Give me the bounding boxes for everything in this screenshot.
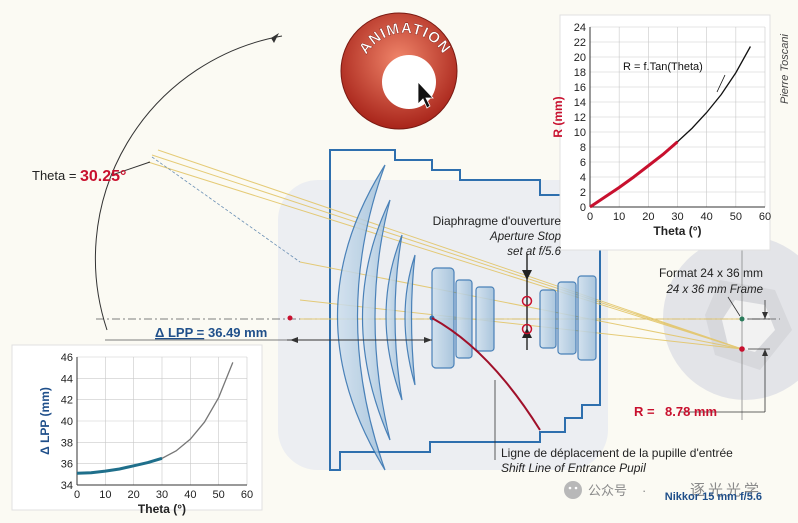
chart-r-highlight-line [589, 140, 679, 209]
chart-lpp-ytick-label: 36 [61, 459, 73, 471]
chart-r-annotation-leader [716, 74, 726, 93]
chart-lpp-xtick-label: 10 [99, 489, 111, 501]
chart-r-ytick-label: 2 [580, 187, 586, 199]
chart-r-xtick-label: 0 [587, 211, 593, 223]
aperture-subtitle: Aperture Stop [489, 231, 562, 243]
chart-r-ytick-label: 10 [574, 127, 586, 139]
image-plane [680, 240, 770, 420]
chart-r-x-axis-label: Theta (°) [653, 224, 701, 238]
chart-r-ytick-label: 24 [574, 22, 586, 34]
chart-lpp-ytick-label: 38 [61, 437, 73, 449]
chart-r-ytick-label: 14 [574, 97, 586, 109]
wechat-icon [564, 481, 582, 499]
chart-lpp-xtick-label: 40 [184, 489, 196, 501]
delta-lpp-label: Δ LPP = [155, 325, 205, 340]
chart-lpp-ytick-label: 46 [61, 352, 73, 364]
radius-label: R = [634, 404, 655, 419]
chart-lpp-x-axis-label: Theta (°) [138, 502, 186, 516]
theta-label: Theta = [32, 168, 76, 183]
radius-value: 8.78 mm [665, 404, 717, 419]
chart-lpp-xtick-label: 30 [156, 489, 168, 501]
chart-lpp-y-axis-label: Δ LPP (mm) [38, 387, 52, 455]
format-subtitle: 24 x 36 mm Frame [666, 284, 764, 296]
chart-r-xtick-label: 40 [701, 211, 713, 223]
chart-lpp-panel [11, 344, 263, 511]
pupil-line-title: Ligne de déplacement de la pupille d'ent… [501, 446, 733, 460]
cursor-icon [417, 80, 434, 109]
theta-arc [94, 35, 283, 331]
theta-value: 30.25° [80, 168, 126, 185]
chart-lpp-highlight-line [76, 456, 163, 475]
aperture-title: Diaphragme d'ouverture [433, 214, 562, 228]
chart-r-ytick-label: 0 [580, 202, 586, 214]
chart-r-xtick-label: 10 [613, 211, 625, 223]
chart-lpp-ytick-label: 42 [61, 395, 73, 407]
chart-r-ytick-label: 22 [574, 37, 586, 49]
chart-r-ytick-label: 12 [574, 112, 586, 124]
chart-r-annotation: R = f.Tan(Theta) [623, 61, 703, 73]
pupil-line-subtitle: Shift Line of Entrance Pupil [501, 461, 646, 475]
watermark: 公众号 · 逐光光学 [564, 481, 762, 499]
theta-leader [111, 161, 151, 176]
watermark-name: 逐光光学 [690, 482, 762, 499]
aperture-setting: set at f/5.6 [507, 246, 561, 258]
chart-r-xtick-label: 60 [759, 211, 771, 223]
chart-lpp-xtick-label: 20 [128, 489, 140, 501]
chart-r-ytick-label: 4 [580, 172, 586, 184]
pupil-shift-curve [431, 317, 541, 431]
chart-lpp-ytick-label: 44 [61, 373, 73, 385]
chart-lpp-ytick-label: 34 [61, 480, 73, 492]
watermark-brand: 公众号 [588, 483, 627, 498]
theta-arc-arrowhead [271, 33, 279, 43]
lens-elements [337, 164, 597, 471]
lens-name: Nikkor 15 mm f/5.6 [665, 491, 762, 503]
format-title: Format 24 x 36 mm [659, 266, 763, 280]
chart-lpp-ytick-label: 40 [61, 416, 73, 428]
chart-r-ytick-label: 6 [580, 157, 586, 169]
delta-lpp-value: 36.49 mm [208, 325, 267, 340]
chart-r-ytick-label: 18 [574, 67, 586, 79]
chart-r-xtick-label: 20 [642, 211, 654, 223]
chart-r-y-axis-label: R (mm) [551, 96, 565, 137]
chart-r-xtick-label: 30 [671, 211, 683, 223]
chart-lpp-xtick-label: 0 [74, 489, 80, 501]
chart-lpp-xtick-label: 60 [241, 489, 253, 501]
aperture-stop [521, 254, 533, 350]
bg-hexagon-inner [722, 300, 775, 352]
chart-r-panel [559, 14, 771, 251]
signature: Pierre Toscani [779, 34, 791, 104]
watermark-separator: · [642, 483, 646, 498]
chart-r-ytick-label: 16 [574, 82, 586, 94]
chart-r-ytick-label: 8 [580, 142, 586, 154]
chief-ray-dashed [151, 156, 301, 263]
delta-lpp-dimension [105, 315, 435, 343]
chart-lpp-xtick-label: 50 [213, 489, 225, 501]
animation-badge[interactable]: ANIMATION [340, 12, 458, 130]
chart-r-xtick-label: 50 [730, 211, 742, 223]
chart-r-ytick-label: 20 [574, 52, 586, 64]
